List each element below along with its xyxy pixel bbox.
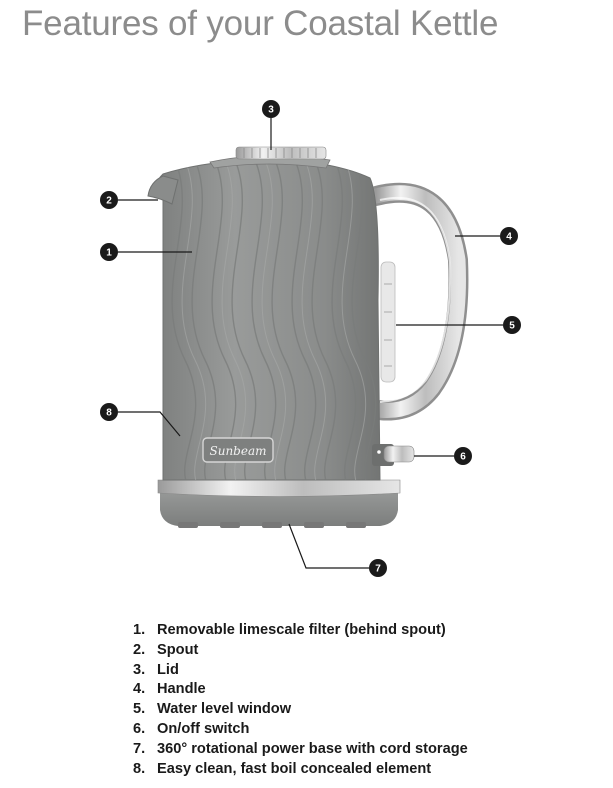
handle — [366, 182, 469, 421]
svg-text:8: 8 — [106, 408, 112, 419]
water-level-window — [380, 261, 396, 383]
callout-8: 8 — [100, 403, 118, 421]
svg-text:5: 5 — [509, 321, 515, 332]
callout-2: 2 — [100, 191, 118, 209]
svg-text:3: 3 — [268, 105, 274, 116]
feature-item: 3. Lid — [133, 661, 468, 681]
callout-7: 7 — [369, 559, 387, 577]
feature-item: 2. Spout — [133, 641, 468, 661]
feature-number: 6. — [133, 720, 146, 737]
kettle-body — [156, 157, 381, 481]
feature-text: On/off switch — [157, 720, 250, 737]
lid — [209, 146, 331, 169]
feature-number: 3. — [133, 661, 146, 678]
feature-text: Spout — [157, 641, 199, 658]
svg-text:4: 4 — [506, 232, 512, 243]
svg-text:7: 7 — [375, 564, 381, 575]
callout-6: 6 — [454, 447, 472, 465]
on-off-switch[interactable] — [372, 444, 415, 466]
leader-lines — [118, 118, 503, 569]
callout-1: 1 — [100, 243, 118, 261]
callout-5: 5 — [503, 316, 521, 334]
feature-list: 1. Removable limescale filter (behind spo… — [133, 621, 468, 779]
chrome-ring — [157, 479, 401, 497]
callout-3: 3 — [262, 100, 280, 118]
feature-item: 5. Water level window — [133, 700, 468, 720]
feature-number: 7. — [133, 740, 146, 757]
brand-label: Sunbeam — [210, 444, 267, 458]
svg-text:6: 6 — [460, 452, 466, 463]
power-base — [160, 486, 398, 528]
feature-text: Easy clean, fast boil concealed element — [157, 760, 432, 777]
svg-text:1: 1 — [106, 248, 112, 259]
feature-text: Handle — [157, 681, 206, 698]
feature-number: 5. — [133, 701, 146, 718]
feature-text: Removable limescale filter (behind spout… — [157, 622, 446, 638]
kettle-diagram: Sunbeam 1 2 3 4 5 6 — [100, 100, 521, 577]
feature-number: 8. — [133, 760, 146, 777]
feature-item: 7. 360° rotational power base with cord s… — [133, 740, 468, 760]
feature-item: 4. Handle — [133, 680, 468, 700]
brand-badge: Sunbeam — [202, 437, 274, 463]
svg-text:2: 2 — [106, 196, 112, 207]
page-title: Features of your Coastal Kettle — [22, 4, 499, 43]
feature-item: 6. On/off switch — [133, 720, 468, 740]
feature-text: Water level window — [157, 701, 292, 718]
feature-item: 1. Removable limescale filter (behind spo… — [133, 621, 468, 641]
spout — [147, 175, 179, 205]
feature-number: 1. — [133, 622, 146, 638]
feature-number: 2. — [133, 641, 146, 658]
feature-number: 4. — [133, 681, 146, 698]
callout-4: 4 — [500, 227, 518, 245]
feature-text: 360° rotational power base with cord sto… — [157, 740, 468, 757]
feature-item: 8. Easy clean, fast boil concealed elemen… — [133, 760, 468, 780]
feature-text: Lid — [157, 661, 179, 678]
